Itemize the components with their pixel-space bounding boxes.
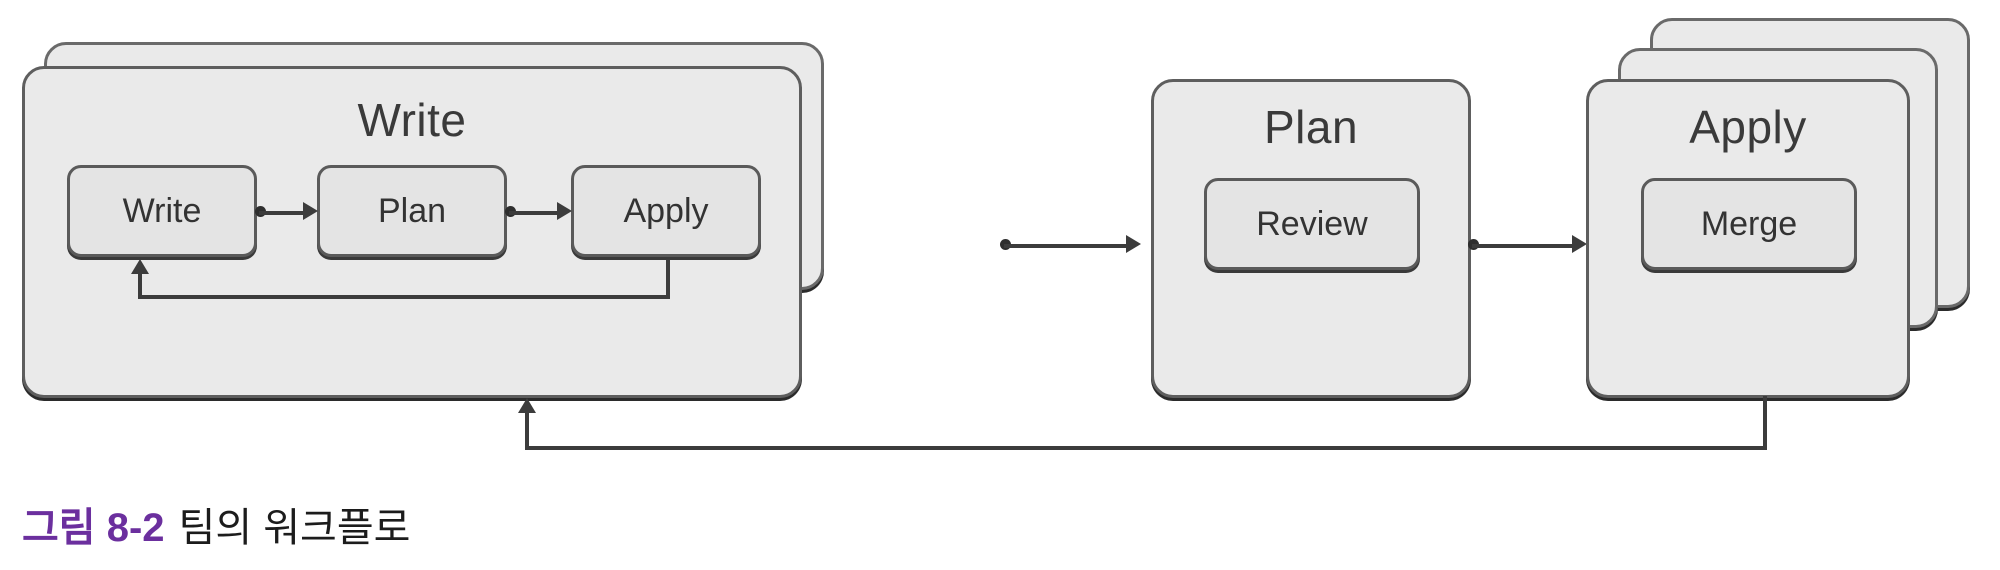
apply-stage[interactable]: Apply Merge [1586, 79, 1910, 398]
write-stage[interactable]: Write Write Plan Apply [22, 66, 802, 398]
figure-number: 그림 8-2 [22, 506, 165, 550]
apply-step-label: Apply [623, 191, 709, 230]
connector-write-stage-to-plan-stage-line [1004, 244, 1130, 248]
outer-loop-arrowhead [518, 398, 536, 413]
inner-loop-horizontal-segment [138, 295, 670, 299]
plan-step-label: Plan [377, 191, 447, 230]
write-step-label: Write [122, 191, 202, 230]
connector-write-to-plan-arrowhead [303, 202, 318, 220]
review-step-label: Review [1256, 204, 1368, 243]
plan-stage-title: Plan [1263, 101, 1359, 153]
workflow-diagram: Write Write Plan Apply [22, 18, 1970, 450]
inner-loop-down-segment [666, 259, 670, 297]
apply-stage-title: Apply [1689, 101, 1807, 153]
plan-step[interactable]: Plan [317, 165, 507, 257]
review-step[interactable]: Review [1204, 178, 1420, 270]
inner-loop-up-segment [138, 269, 142, 299]
apply-step[interactable]: Apply [571, 165, 761, 257]
figure-caption-text: 팀의 워크플로 [178, 506, 411, 550]
connector-plan-to-apply-line [509, 211, 561, 215]
merge-step[interactable]: Merge [1641, 178, 1857, 270]
write-step[interactable]: Write [67, 165, 257, 257]
outer-loop-horizontal-segment [525, 446, 1767, 450]
figure-caption: 그림 8-2 팀의 워크플로 [22, 495, 410, 553]
connector-write-to-plan-line [259, 211, 307, 215]
outer-loop-up-segment [525, 412, 529, 450]
write-stage-title: Write [357, 94, 467, 146]
outer-loop-down-segment [1763, 396, 1767, 448]
connector-plan-to-apply-arrowhead [557, 202, 572, 220]
plan-stage[interactable]: Plan Review [1151, 79, 1471, 398]
connector-plan-stage-to-apply-stage-line [1472, 244, 1580, 248]
inner-loop-arrowhead [131, 259, 149, 274]
connector-write-stage-to-plan-stage-arrowhead [1126, 235, 1141, 253]
connector-plan-stage-to-apply-stage-arrowhead [1572, 235, 1587, 253]
merge-step-label: Merge [1700, 204, 1798, 243]
